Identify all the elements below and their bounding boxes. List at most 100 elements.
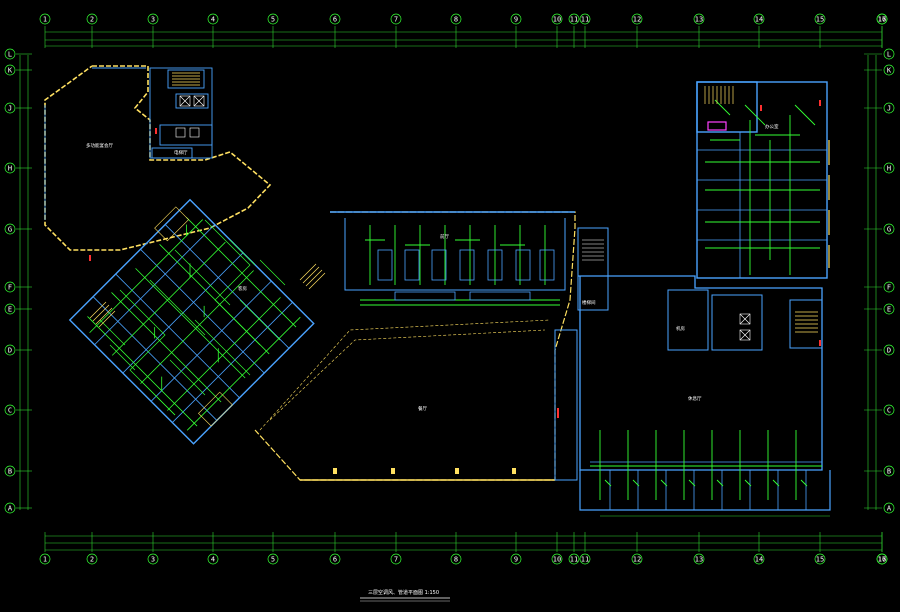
grid-row-left-4-circle: [4, 223, 16, 235]
grid-col-top-16-label: 16: [878, 15, 886, 23]
magenta-equipment: [707, 121, 727, 131]
red-markers: [89, 100, 821, 346]
grid-col-top-6-circle: [390, 13, 402, 25]
left-dimension-lines: [19, 55, 29, 510]
grid-row-left-9-label: B: [8, 467, 12, 475]
grid-row-left-0-circle: [4, 48, 16, 60]
wing-stairs: [89, 263, 326, 328]
grid-row-right-7-label: D: [887, 346, 891, 354]
grid-col-top-6-label: 7: [394, 15, 398, 23]
grid-row-left-2-circle: [4, 102, 16, 114]
grid-col-top-13-label: 13: [695, 15, 703, 23]
grid-col-bottom-13-circle: [693, 553, 705, 565]
grid-row-right-0-label: L: [887, 50, 891, 58]
grid-row-left-5-circle: [4, 281, 16, 293]
grid-row-left-4-label: G: [8, 225, 12, 233]
grid-col-top-12-label: 12: [633, 15, 641, 23]
corridor-duct: [360, 225, 560, 306]
grid-col-top-15-circle: [814, 13, 826, 25]
grid-col-bottom-15-label: 15: [816, 555, 824, 563]
grid-col-bottom-8-circle: [510, 553, 522, 565]
grid-col-bottom-12-label: 12: [633, 555, 641, 563]
grid-col-bottom-15-circle: [814, 553, 826, 565]
grid-row-left-10-circle: [4, 502, 16, 514]
stair-treads-top: [172, 72, 200, 86]
grid-col-bottom-3-circle: [207, 553, 219, 565]
grid-col-bottom-14-label: 14: [755, 555, 763, 563]
grid-row-left-3-circle: [4, 162, 16, 174]
grid-col-bottom-16-label: 16: [878, 555, 886, 563]
grid-row-right-2-label: J: [887, 104, 891, 112]
grid-col-bottom-10-label: 11: [570, 555, 578, 563]
grid-row-right-5-label: F: [887, 283, 891, 291]
grid-row-left-8-circle: [4, 404, 16, 416]
grid-row-left-5-label: F: [8, 283, 12, 291]
banquet-hall-outline: [44, 65, 272, 251]
grid-col-bottom-7-label: 8: [454, 555, 458, 563]
grid-row-left-6-circle: [4, 303, 16, 315]
grid-row-left-1-circle: [4, 64, 16, 76]
grid-row-right-1-label: K: [887, 66, 892, 74]
top-dimension-lines: [45, 31, 882, 47]
right-tower-rooms: [697, 132, 827, 278]
grid-col-top-11-circle: [579, 13, 591, 25]
room-label-lounge: 休息厅: [688, 395, 702, 402]
grid-col-bottom-17-circle: [876, 553, 888, 565]
grid-col-bottom-10-circle: [568, 553, 580, 565]
grid-col-top-1-circle: [86, 13, 98, 25]
grid-col-bottom-1-label: 2: [90, 555, 94, 563]
grid-col-bottom-17-label: 17: [878, 555, 886, 563]
grid-col-bottom-0-circle: [39, 553, 51, 565]
right-bottom-ducts: [590, 430, 822, 500]
grid-row-right-10-label: A: [887, 504, 892, 512]
grid-col-top-17-label: 17: [878, 15, 886, 23]
middle-stair-treads: [582, 239, 604, 261]
right-core-elevators: [739, 313, 751, 341]
grid-row-left-10-label: A: [8, 504, 13, 512]
grid-col-bottom-3-label: 4: [211, 555, 215, 563]
grid-col-bottom-5-circle: [329, 553, 341, 565]
grid-col-bottom-11-circle: [579, 553, 591, 565]
grid-row-right-8-label: C: [887, 406, 891, 414]
grid-col-top-2-label: 3: [151, 15, 155, 23]
grid-col-bottom-4-label: 5: [271, 555, 275, 563]
right-dimension-lines: [867, 55, 877, 510]
grid-col-top-10-circle: [568, 13, 580, 25]
grid-col-bottom-1-circle: [86, 553, 98, 565]
grid-col-bottom-14-circle: [753, 553, 765, 565]
room-label-stair: 楼梯间: [582, 299, 596, 306]
grid-col-bottom-4-circle: [267, 553, 279, 565]
grid-col-top-17-circle: [876, 13, 888, 25]
grid-row-right-4-label: G: [887, 225, 891, 233]
grid-col-top-9-label: 10: [553, 15, 561, 23]
grid-col-top-11-label: 11: [581, 15, 589, 23]
grid-col-top-15-label: 15: [816, 15, 824, 23]
corridor-partitions: [377, 249, 555, 301]
grid-col-top-4-circle: [267, 13, 279, 25]
right-core: [667, 289, 823, 351]
grid-col-top-7-circle: [450, 13, 462, 25]
grid-col-bottom-13-label: 13: [695, 555, 703, 563]
grid-col-top-13-circle: [693, 13, 705, 25]
grid-row-right-4-circle: [883, 223, 895, 235]
grid-col-top-0-circle: [39, 13, 51, 25]
grid-col-bottom-6-circle: [390, 553, 402, 565]
grid-row-right-9-label: B: [887, 467, 891, 475]
bottom-dimension-lines: [45, 535, 882, 551]
grid-row-right-2-circle: [883, 102, 895, 114]
room-label-plant: 机房: [676, 325, 685, 332]
grid-col-top-5-circle: [329, 13, 341, 25]
grid-col-bottom-0-label: 1: [43, 555, 47, 563]
grid-row-right-7-circle: [883, 344, 895, 356]
room-label-guest: 客房: [238, 285, 247, 292]
room-label-lift-lobby: 电梯厅: [174, 149, 188, 156]
grid-col-top-3-label: 4: [211, 15, 215, 23]
grid-row-right-6-label: E: [887, 305, 891, 313]
grid-col-bottom-7-circle: [450, 553, 462, 565]
grid-col-bottom-2-circle: [147, 553, 159, 565]
grid-row-right-8-circle: [883, 404, 895, 416]
middle-stair-block: [554, 227, 609, 481]
grid-col-bottom-2-label: 3: [151, 555, 155, 563]
grid-row-right-10-circle: [883, 502, 895, 514]
